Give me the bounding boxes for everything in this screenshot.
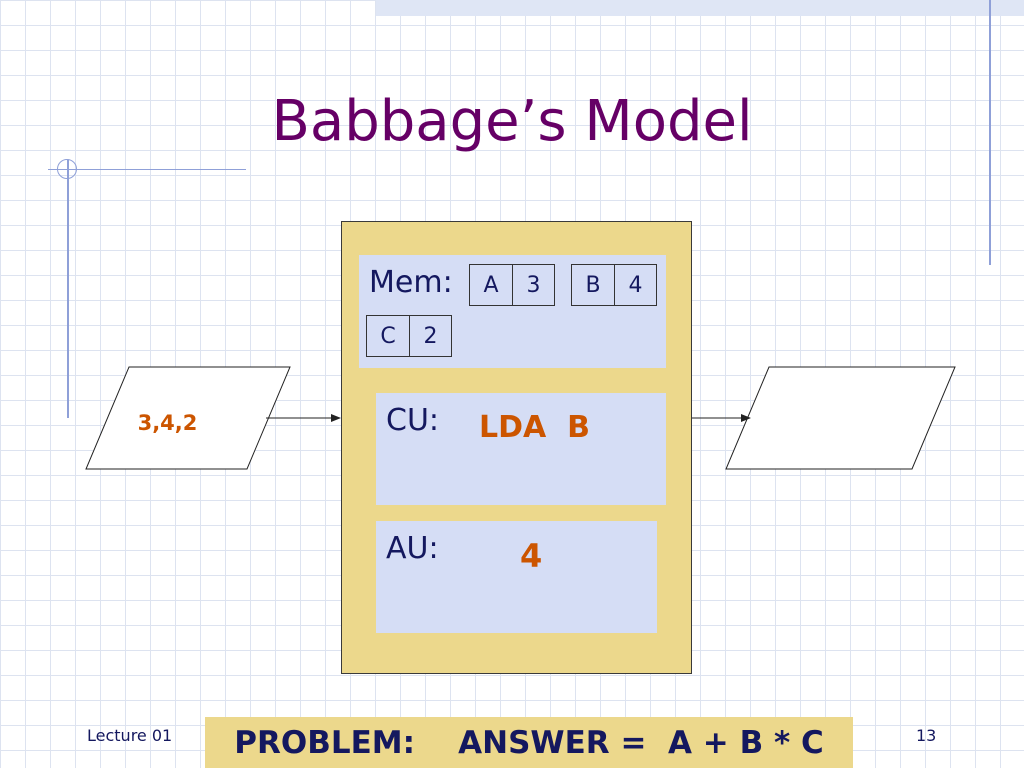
output-parallelogram (725, 366, 956, 470)
arithmetic-unit-label: AU: (386, 531, 439, 566)
left-decor-rule (67, 160, 69, 418)
arithmetic-unit-value: 4 (520, 537, 543, 575)
problem-statement: PROBLEM: ANSWER = A + B * C (205, 717, 853, 768)
control-unit-panel (376, 393, 666, 505)
decor-circle (57, 159, 77, 179)
memory-cell-value: 3 (512, 265, 554, 305)
footer-lecture: Lecture 01 (87, 726, 173, 745)
memory-cell-name: B (585, 272, 601, 298)
control-unit-instruction: LDA B (479, 410, 590, 445)
slide-title: Babbage’s Model (271, 89, 753, 154)
output-value (790, 405, 910, 435)
slide-number: 13 (916, 726, 937, 745)
memory-cell-value: 2 (409, 316, 451, 356)
memory-cell-b: B 4 (571, 264, 657, 306)
control-unit-label: CU: (386, 403, 440, 438)
memory-label: Mem: (369, 265, 453, 300)
title-decor-rule (48, 169, 246, 170)
memory-cell-c: C 2 (366, 315, 452, 357)
input-value: 3,4,2 (120, 408, 215, 438)
memory-cell-a: A 3 (469, 264, 555, 306)
memory-cell-name: A (483, 272, 499, 298)
top-decor-strip (376, 0, 1024, 16)
right-decor-rule (989, 0, 991, 265)
arithmetic-unit-panel (376, 521, 657, 633)
memory-cell-name: C (380, 323, 396, 349)
memory-cell-value: 4 (614, 265, 656, 305)
